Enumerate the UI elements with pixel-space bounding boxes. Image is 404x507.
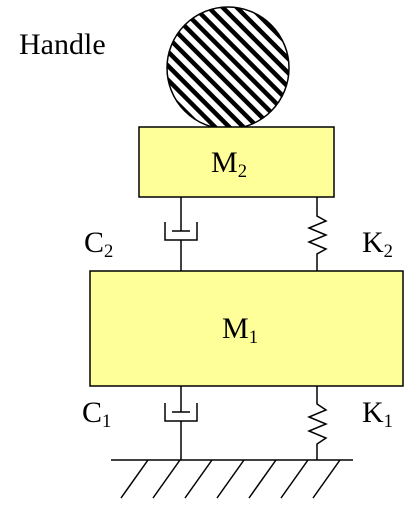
spring-k2-letter: K <box>362 226 384 259</box>
mass-m2-label: M2 <box>211 146 247 182</box>
damper-c2-icon <box>164 197 198 271</box>
mass-m2-subscript: 2 <box>237 161 247 183</box>
spring-k1-label: K1 <box>362 396 393 432</box>
damper-c1-label: C1 <box>82 396 111 432</box>
mass-m1-label: M1 <box>222 312 258 348</box>
mass-m1-subscript: 1 <box>248 327 258 349</box>
mass-m1-letter: M <box>222 312 249 345</box>
damper-c1-icon <box>164 386 198 460</box>
damper-c1-letter: C <box>82 396 103 429</box>
mass-m2-letter: M <box>211 146 238 179</box>
spring-k1-icon <box>307 386 328 460</box>
mass-m2-box <box>138 126 335 198</box>
handle-icon <box>166 6 290 130</box>
spring-k2-subscript: 2 <box>383 241 393 263</box>
spring-k1-letter: K <box>362 396 384 429</box>
ground-icon <box>111 459 353 499</box>
damper-c2-label: C2 <box>84 226 113 262</box>
damper-c2-subscript: 2 <box>104 241 114 263</box>
spring-k2-icon <box>307 197 328 271</box>
handle-label: Handle <box>19 28 106 61</box>
damper-c1-subscript: 1 <box>102 411 112 433</box>
spring-k1-subscript: 1 <box>383 411 393 433</box>
damper-c2-letter: C <box>84 226 105 259</box>
spring-k2-label: K2 <box>362 226 393 262</box>
mass-m1-box <box>89 270 404 387</box>
